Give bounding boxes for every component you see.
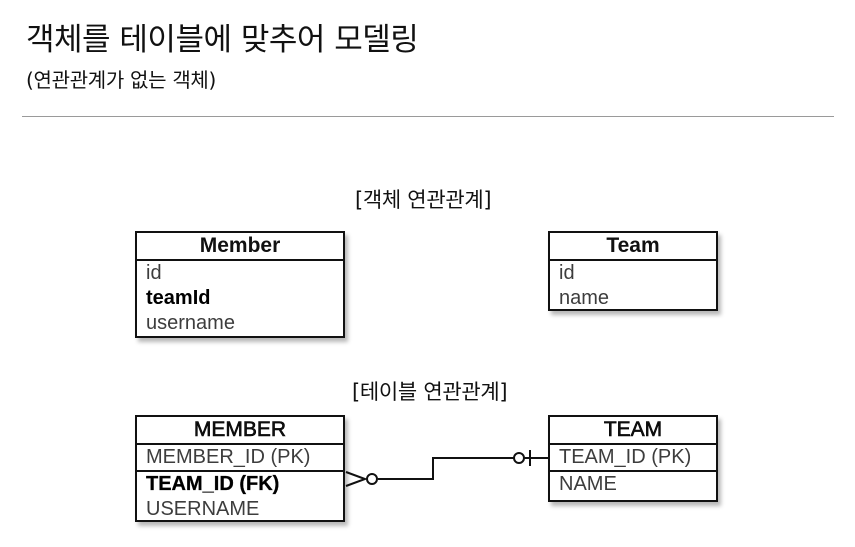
zero-circle-team-icon — [513, 452, 525, 464]
table-relation-label: [테이블 연관관계] — [352, 380, 508, 404]
page-subtitle: (연관관계가 없는 객체) — [26, 68, 217, 92]
zero-circle-member-icon — [366, 473, 378, 485]
object-relation-label: [객체 연관관계] — [355, 188, 492, 212]
member-column-fk: TEAM_ID (FK) — [146, 473, 280, 495]
member-field-id: id — [146, 262, 162, 284]
team-class-box: Team id name — [548, 231, 718, 311]
member-field-teamid: teamId — [146, 287, 211, 309]
team-class-name: Team — [550, 233, 716, 261]
member-column-username: USERNAME — [146, 498, 260, 520]
team-field-name: name — [559, 287, 610, 309]
team-column-pk: TEAM_ID (PK) — [559, 446, 692, 468]
page-title: 객체를 테이블에 맞추어 모델링 — [26, 22, 419, 58]
member-table-name: MEMBER — [137, 417, 343, 445]
team-key-separator — [550, 470, 716, 472]
member-class-name: Member — [137, 233, 343, 261]
member-class-box: Member id teamId username — [135, 231, 345, 338]
team-table-name: TEAM — [550, 417, 716, 445]
team-field-id: id — [559, 262, 575, 284]
team-column-name: NAME — [559, 473, 617, 495]
member-key-separator — [137, 470, 343, 472]
member-table-box: MEMBER MEMBER_ID (PK) TEAM_ID (FK) USERN… — [135, 415, 345, 522]
team-table-box: TEAM TEAM_ID (PK) NAME — [548, 415, 718, 502]
relationship-line — [378, 457, 514, 480]
divider — [22, 116, 834, 117]
crowfoot-many-icon — [345, 471, 368, 487]
member-column-pk: MEMBER_ID (PK) — [146, 446, 311, 468]
member-field-username: username — [146, 312, 235, 334]
